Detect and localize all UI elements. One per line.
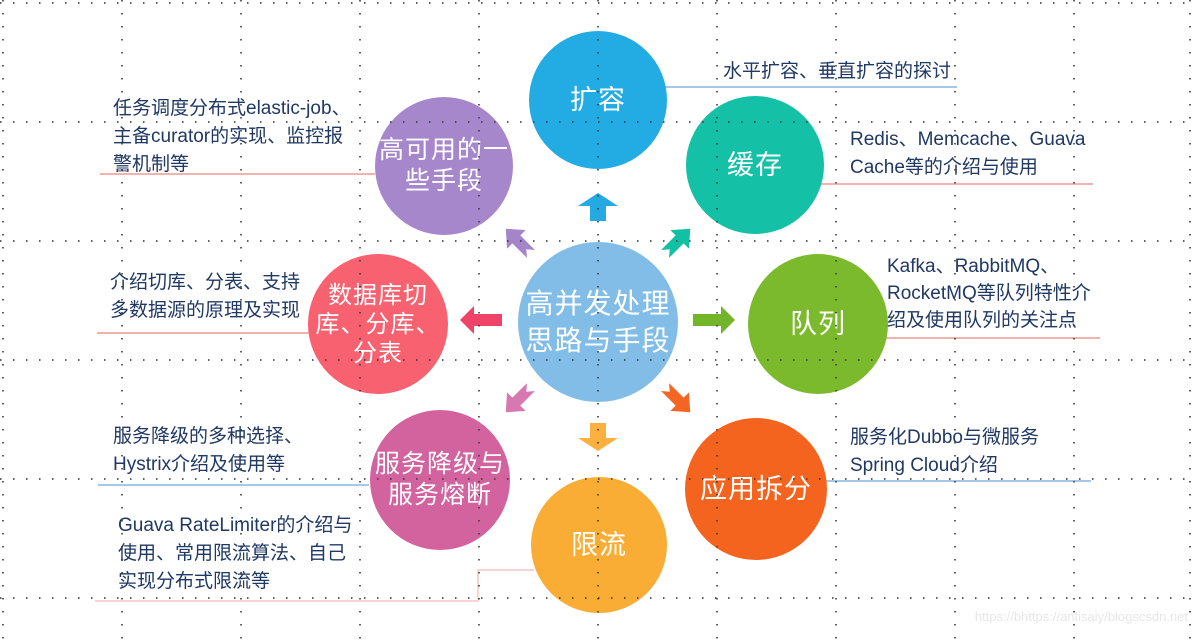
- note-line: Guava RateLimiter的介绍与: [118, 515, 353, 536]
- down-arrow-icon: [578, 423, 618, 451]
- right-arrow-icon: [693, 306, 735, 334]
- note-scale-out: 水平扩容、垂直扩容的探讨: [723, 58, 951, 86]
- center-circle: 高并发处理 思路与手段: [518, 242, 678, 402]
- note-line: 主备curator的实现、监控报: [113, 126, 344, 147]
- node-label: 应用拆分: [700, 474, 812, 504]
- note-line: 绍及使用队列的关注点: [887, 310, 1078, 331]
- node-label: 高可用的一: [378, 136, 509, 164]
- connector-high-availability: [100, 173, 375, 175]
- note-line: Cache等的介绍与使用: [850, 157, 1038, 178]
- node-degrade-circuit-break: 服务降级与 服务熔断: [370, 410, 510, 550]
- note-app-split: 服务化Dubbo与微服务 Spring Cloud介绍: [850, 424, 1039, 480]
- node-label: 分表: [353, 339, 403, 367]
- connector-scale-out: [664, 86, 957, 88]
- node-scale-out: 扩容: [529, 31, 667, 169]
- connector-rate-limit-seg-bottom: [95, 600, 479, 602]
- watermark-url: https://bhttps://antisaiy/blogscsdn.net: [974, 609, 1188, 624]
- node-label: 库、分库、: [315, 310, 441, 338]
- note-line: Spring Cloud介绍: [850, 455, 998, 476]
- note-db-shard: 介绍切库、分表、支持 多数据源的原理及实现: [110, 269, 300, 325]
- note-cache: Redis、Memcache、Guava Cache等的介绍与使用: [850, 126, 1085, 182]
- node-label: 服务降级与: [374, 450, 505, 478]
- southwest-arrow-icon: [505, 383, 535, 413]
- note-queue: Kafka、RabbitMQ、 RocketMQ等队列特性介 绍及使用队列的关注…: [887, 253, 1091, 334]
- node-label: 队列: [790, 309, 846, 339]
- node-app-split: 应用拆分: [685, 418, 827, 560]
- node-label: 扩容: [570, 85, 626, 115]
- note-line: 任务调度分布式elastic-job、: [113, 98, 351, 119]
- grid-line: [1189, 0, 1191, 642]
- up-arrow-icon: [578, 193, 618, 221]
- southeast-arrow-icon: [661, 383, 691, 413]
- node-rate-limit: 限流: [531, 477, 667, 613]
- note-rate-limit: Guava RateLimiter的介绍与 使用、常用限流算法、自己 实现分布式…: [118, 512, 352, 596]
- node-cache: 缓存: [686, 96, 824, 234]
- connector-cache: [821, 183, 1093, 185]
- note-high-availability: 任务调度分布式elastic-job、 主备curator的实现、监控报 警机制…: [113, 95, 351, 179]
- connector-queue: [860, 337, 1100, 339]
- connector-app-split: [821, 480, 1091, 482]
- left-arrow-icon: [460, 306, 502, 334]
- note-line: RocketMQ等队列特性介: [887, 283, 1091, 304]
- note-line: 多数据源的原理及实现: [110, 300, 301, 321]
- note-line: 水平扩容、垂直扩容的探讨: [723, 61, 952, 82]
- note-degrade: 服务降级的多种选择、 Hystrix介绍及使用等: [113, 423, 303, 479]
- grid-line: [0, 2, 1192, 4]
- note-line: 警机制等: [113, 154, 190, 175]
- note-line: 服务化Dubbo与微服务: [850, 427, 1039, 448]
- node-label: 限流: [571, 530, 627, 560]
- note-line: Hystrix介绍及使用等: [113, 454, 286, 475]
- northwest-arrow-icon: [505, 228, 535, 258]
- connector-degrade: [98, 484, 369, 486]
- node-label: 服务熔断: [387, 481, 492, 509]
- note-line: 使用、常用限流算法、自己: [118, 543, 347, 564]
- node-label: 数据库切: [328, 281, 428, 309]
- node-label: 些手段: [404, 167, 483, 195]
- connector-db-shard: [97, 332, 311, 334]
- note-line: 服务降级的多种选择、: [113, 426, 304, 447]
- connector-rate-limit-seg-vert: [477, 569, 479, 602]
- note-line: 介绍切库、分表、支持: [110, 272, 301, 293]
- node-high-availability: 高可用的一 些手段: [375, 97, 513, 235]
- grid-line: [2, 0, 4, 642]
- northeast-arrow-icon: [661, 228, 691, 258]
- note-line: 实现分布式限流等: [118, 571, 271, 592]
- center-circle-label: 高并发处理: [525, 288, 671, 319]
- node-label: 缓存: [727, 150, 783, 180]
- connector-rate-limit-seg-top: [477, 569, 534, 571]
- node-queue: 队列: [748, 254, 888, 394]
- center-circle-label: 思路与手段: [525, 325, 671, 356]
- node-db-shard: 数据库切 库、分库、 分表: [308, 254, 448, 394]
- note-line: Kafka、RabbitMQ、: [887, 256, 1060, 277]
- note-line: Redis、Memcache、Guava: [850, 129, 1086, 150]
